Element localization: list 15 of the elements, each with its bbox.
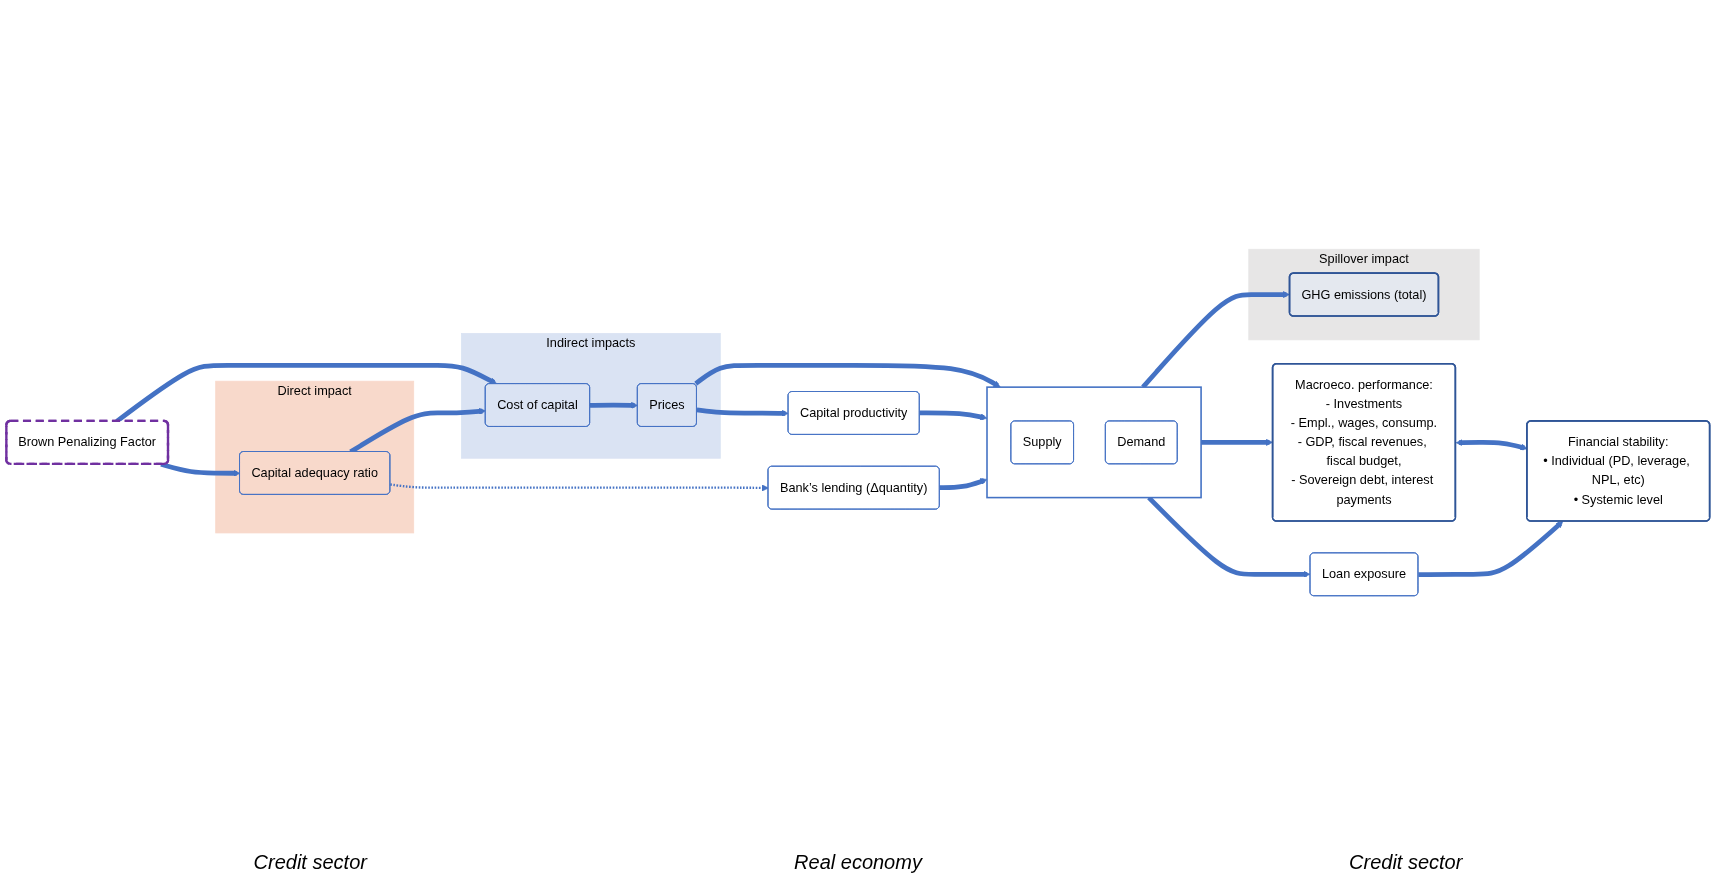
sector-label: Real economy [794,851,922,874]
arrow [590,401,639,409]
arrow [1418,521,1564,578]
arrow [160,461,241,477]
arrow [939,478,988,491]
arrow [1141,291,1290,389]
arrow [115,362,498,424]
arrow [696,407,789,417]
sector-label: Credit sector [253,851,367,874]
sector-label: Credit sector [1349,851,1463,874]
arrow [919,410,988,421]
arrow [694,362,1001,388]
arrow [1201,438,1273,446]
arrow [390,483,769,492]
cluster [986,386,1202,499]
